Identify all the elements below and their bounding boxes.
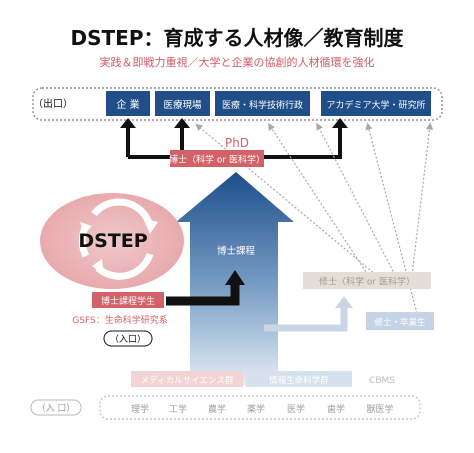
- student-entry-arrow: [166, 284, 240, 306]
- masters-degree: 修士（科学 or 医科学）: [319, 276, 415, 288]
- destination-administration: 医療・科学技術行政: [222, 99, 303, 111]
- discipline-veterinary: 獣医学: [366, 403, 393, 415]
- dstep-label: DSTEP: [78, 230, 147, 252]
- masters-graduate-box: [366, 312, 434, 330]
- disciplines-box: [99, 395, 421, 420]
- masters-degree-box: [303, 272, 431, 289]
- destination-academia-box: [321, 91, 431, 116]
- field-group-info: 情報生命科学群: [269, 375, 329, 386]
- field-group-medical: メディカルサイエンス群: [141, 375, 234, 386]
- bottom-entry-label: （入 口）: [37, 403, 76, 414]
- destination-company-box: [106, 91, 150, 116]
- doctoral-student-label: 博士課程学生: [101, 295, 155, 307]
- masters-flow-arrow: [264, 307, 348, 332]
- arrow-heads: [120, 118, 348, 128]
- discipline-science: 理学: [131, 403, 149, 415]
- destination-academia: アカデミア大学・研究所: [326, 99, 425, 111]
- field-group-medical-box: [131, 371, 243, 387]
- masters-flow-arrowhead: [335, 296, 353, 308]
- school-label: GSFS：生命科学研究系: [72, 314, 167, 326]
- field-group-cbms: CBMS: [369, 376, 395, 386]
- student-entry-arrowhead: [225, 270, 245, 285]
- field-group-info-box: [246, 371, 352, 387]
- doctoral-student-box: [92, 292, 164, 308]
- entry-label: （入口）: [110, 334, 146, 345]
- phd-degree: 博士（科学 or 医科学）: [169, 154, 265, 166]
- destination-administration-box: [215, 91, 310, 116]
- cycle-arrowheads: [80, 218, 158, 275]
- page-subtitle: 実践＆即戦力重視／大学と企業の協創的人材循環を強化: [100, 55, 375, 69]
- phd-degree-box: [170, 150, 264, 167]
- exit-bracket: [32, 87, 443, 121]
- destination-medical-box: [155, 91, 210, 116]
- entry-box: [103, 330, 153, 347]
- phd-label: PhD: [225, 136, 249, 150]
- discipline-medicine: 医学: [287, 403, 305, 415]
- masters-graduate: 修士・卒業生: [374, 317, 426, 328]
- destination-company: 企 業: [116, 98, 139, 111]
- discipline-agriculture: 農学: [208, 403, 226, 415]
- doctoral-course-label: 博士課程: [217, 245, 256, 257]
- exit-label: （出口）: [33, 97, 73, 110]
- discipline-dentistry: 歯学: [327, 403, 345, 415]
- phd-to-exit-arrows: [126, 127, 342, 159]
- discipline-engineering: 工学: [169, 403, 187, 415]
- bottom-entry-box: [30, 399, 82, 416]
- page-title: DSTEP：育成する人材像／教育制度: [71, 26, 405, 50]
- discipline-pharmacy: 薬学: [247, 403, 265, 415]
- destination-medical: 医療現場: [163, 99, 202, 111]
